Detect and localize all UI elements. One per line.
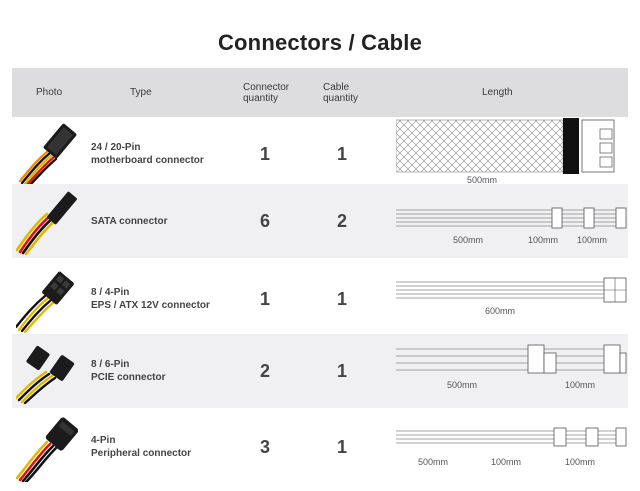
cable-quantity: 2: [336, 210, 347, 231]
type-label-line2: motherboard connector: [91, 155, 204, 166]
connector-photo: [16, 184, 78, 258]
connector-photo: [16, 117, 78, 191]
type-label-line1: 8 / 4-Pin: [91, 287, 130, 298]
length-label: 100mm: [577, 235, 607, 245]
type-label-line2: EPS / ATX 12V connector: [91, 300, 210, 311]
cable-quantity: 1: [336, 360, 347, 381]
cable-quantity: 1: [336, 143, 347, 164]
connector-photo: [16, 334, 78, 408]
cable-length-diagram: 600mm: [396, 262, 628, 336]
connector-quantity: 6: [259, 210, 270, 231]
connector-photo: [16, 410, 78, 484]
connector-quantity: 2: [259, 360, 270, 381]
header-connector-quantity: Connector quantity: [243, 81, 290, 104]
length-label: 500mm: [418, 457, 448, 467]
cable-length-diagram: 500mm 100mm: [396, 334, 628, 408]
type-label-line1: 8 / 6-Pin: [91, 359, 130, 370]
cable-length-diagram: 500mm 100mm 100mm: [396, 410, 628, 484]
cable-length-diagram: 500mm 100mm 100mm: [396, 184, 628, 258]
connector-quantity: 1: [259, 143, 270, 164]
cable-length-diagram: 500mm: [396, 117, 628, 191]
type-label-line1: 24 / 20-Pin: [91, 142, 141, 153]
length-label: 100mm: [565, 457, 595, 467]
header-type: Type: [130, 87, 152, 98]
header-photo: Photo: [36, 87, 63, 98]
type-label-line2: PCIE connector: [91, 372, 166, 383]
type-label-line1: SATA connector: [91, 215, 168, 227]
cable-sleeve: [563, 118, 579, 174]
length-label: 600mm: [485, 306, 515, 316]
length-label: 100mm: [491, 457, 521, 467]
type-label-line2: Peripheral connector: [91, 448, 192, 459]
length-label: 500mm: [453, 235, 483, 245]
connector-quantity: 3: [259, 436, 270, 457]
length-label: 500mm: [467, 175, 497, 185]
length-label: 100mm: [565, 380, 595, 390]
cable-quantity: 1: [336, 288, 347, 309]
connector-quantity: 1: [259, 288, 270, 309]
table-row-eps: 8 / 4-Pin EPS / ATX 12V connector 1 1 60…: [12, 262, 628, 336]
table-row-peripheral: 4-Pin Peripheral connector 3 1 500mm 100…: [12, 410, 628, 484]
header-length: Length: [482, 87, 513, 98]
table-row-motherboard: 24 / 20-Pin motherboard connector 1 1 50…: [12, 117, 628, 191]
connector-photo: [16, 262, 78, 336]
length-label: 100mm: [528, 235, 558, 245]
table-row-pcie: 8 / 6-Pin PCIE connector 2 1 500mm 100mm: [12, 334, 628, 408]
page-title: Connectors / Cable: [217, 30, 423, 55]
type-label-line1: 4-Pin: [91, 435, 116, 446]
length-label: 500mm: [447, 380, 477, 390]
table-row-sata: SATA connector 6 2 500mm 100mm 100mm: [12, 184, 628, 258]
table-header: Photo Type Connector quantity Cable quan…: [12, 68, 628, 117]
cable-quantity: 1: [336, 436, 347, 457]
header-cable-quantity: Cable quantity: [323, 81, 359, 104]
